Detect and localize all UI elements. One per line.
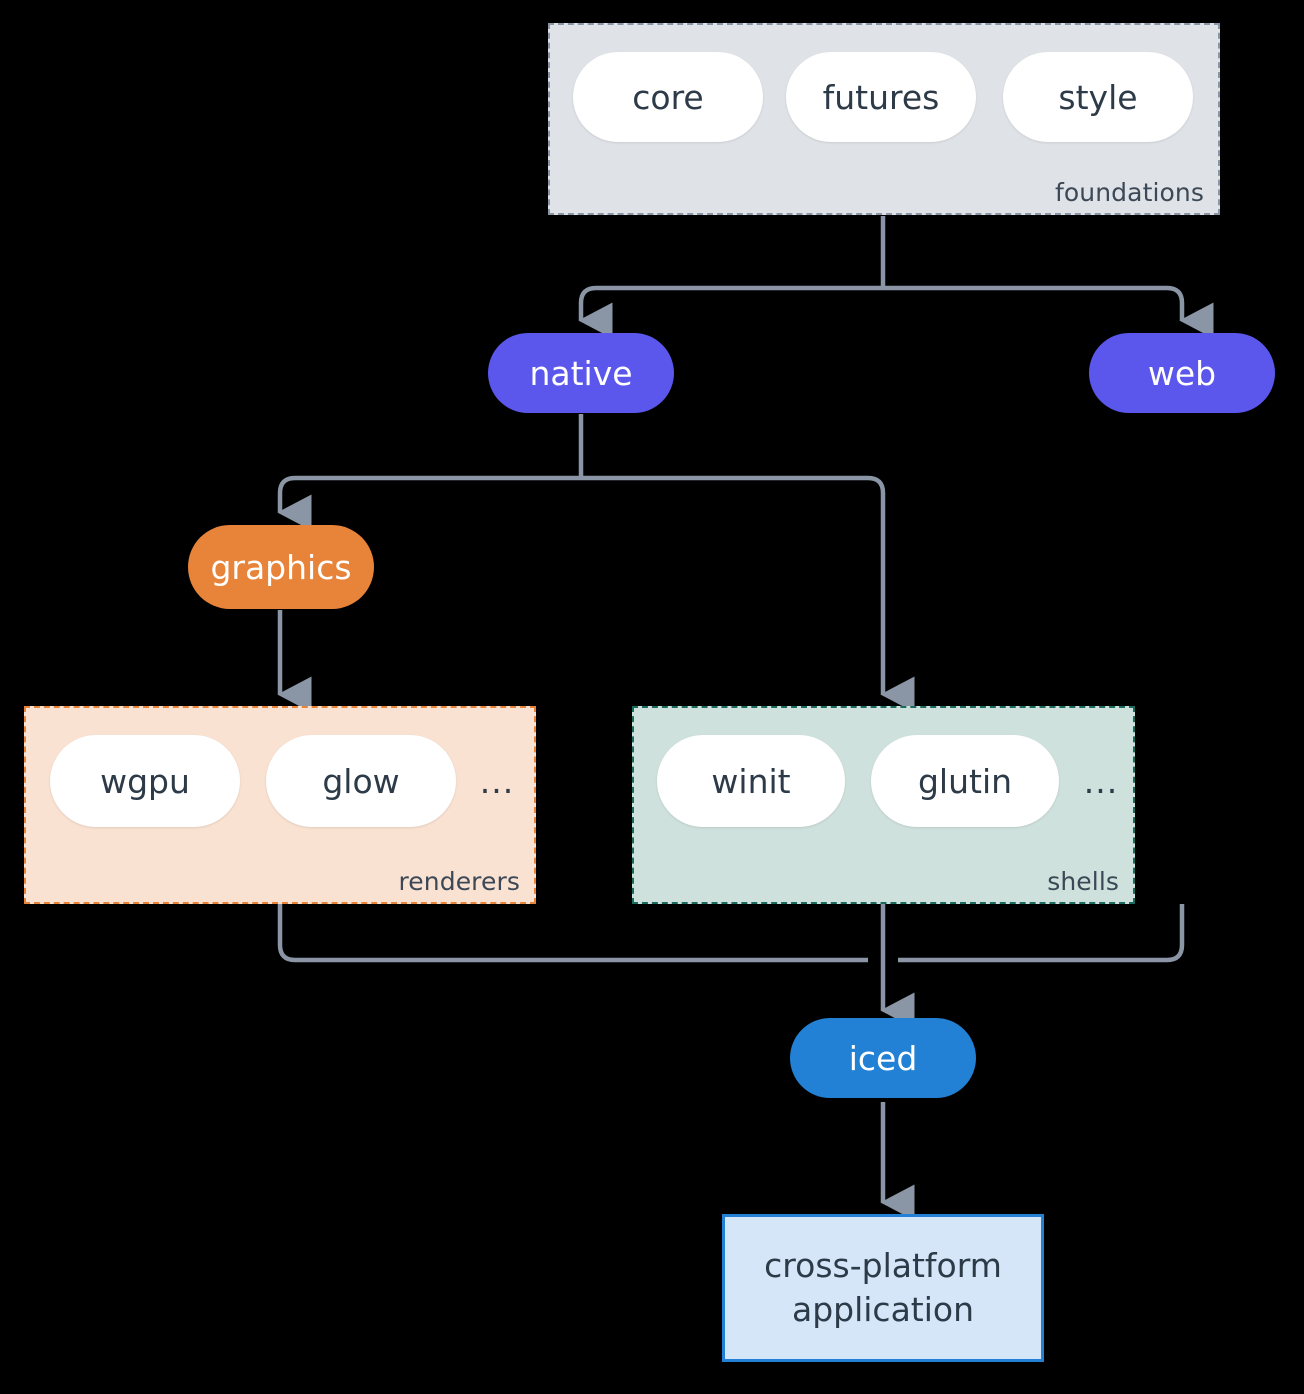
node-style-label: style: [1058, 77, 1138, 117]
node-glutin-label: glutin: [917, 761, 1013, 801]
node-style[interactable]: style: [1003, 52, 1193, 142]
node-graphics[interactable]: graphics: [188, 525, 374, 609]
node-graphics-label: graphics: [210, 547, 352, 587]
edge-foundations-to-web: [883, 285, 1214, 339]
node-iced-label: iced: [848, 1038, 918, 1078]
edge-foundations-to-native: [578, 285, 883, 339]
node-native[interactable]: native: [488, 333, 674, 413]
node-application-text: cross-platform application: [764, 1244, 1002, 1331]
node-native-label: native: [529, 353, 633, 393]
group-renderers-label: renderers: [398, 867, 520, 896]
node-futures[interactable]: futures: [786, 52, 976, 142]
node-winit-label: winit: [711, 761, 791, 801]
renderers-ellipsis: ...: [479, 761, 515, 801]
edge-web-to-iced: [898, 904, 1185, 963]
node-wgpu-label: wgpu: [100, 761, 190, 801]
group-shells-label: shells: [1047, 867, 1119, 896]
edge-renderers-to-iced: [277, 904, 868, 963]
node-web-label: web: [1147, 353, 1217, 393]
node-wgpu[interactable]: wgpu: [50, 735, 240, 827]
node-core-label: core: [632, 77, 704, 117]
node-web[interactable]: web: [1089, 333, 1275, 413]
edge-native-to-graphics: [277, 475, 581, 531]
group-foundations-label: foundations: [1055, 178, 1204, 207]
node-winit[interactable]: winit: [657, 735, 845, 827]
node-glow[interactable]: glow: [266, 735, 456, 827]
node-futures-label: futures: [822, 77, 940, 117]
edge-native-to-shells: [581, 475, 915, 713]
application-line-2: application: [791, 1290, 975, 1329]
node-application[interactable]: cross-platform application: [722, 1214, 1044, 1362]
node-iced[interactable]: iced: [790, 1018, 976, 1098]
node-glutin[interactable]: glutin: [871, 735, 1059, 827]
node-core[interactable]: core: [573, 52, 763, 142]
node-glow-label: glow: [322, 761, 400, 801]
shells-ellipsis: ...: [1083, 761, 1119, 801]
application-line-1: cross-platform: [764, 1246, 1002, 1286]
